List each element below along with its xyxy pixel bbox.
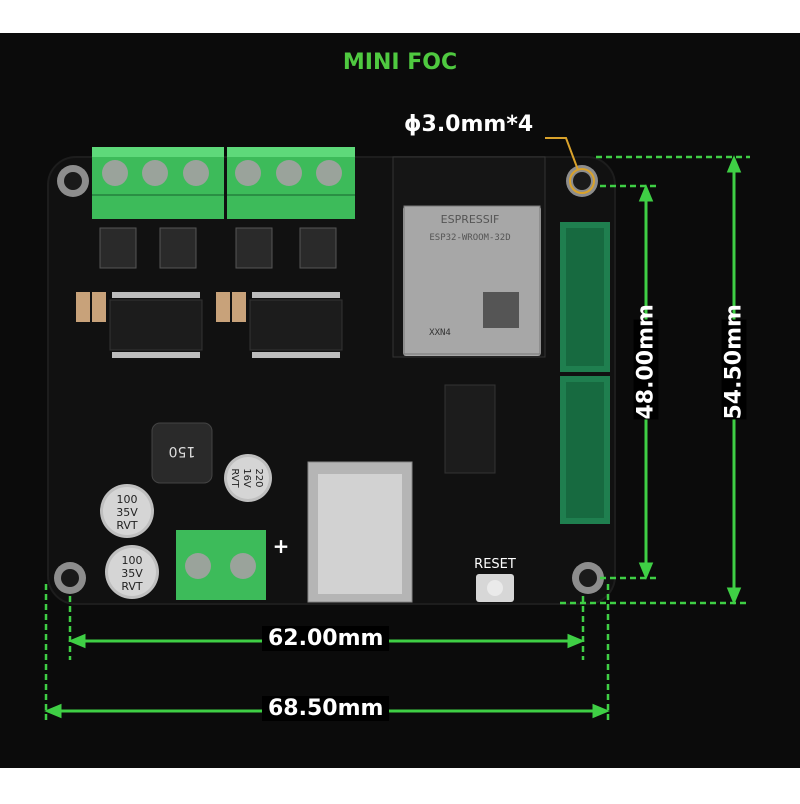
esp32-module: ESPRESSIF ESP32-WROOM-32D XXN4 <box>392 156 546 358</box>
module-brand: ESPRESSIF <box>441 213 500 226</box>
power-terminal <box>176 530 266 600</box>
hole-leader-line <box>545 137 579 171</box>
capacitor: 220 16V RVT <box>224 454 272 502</box>
driver-ic <box>249 299 343 351</box>
capacitor: 100 35V RVT <box>105 545 159 599</box>
mounting-hole-label: ϕ3.0mm*4 <box>404 112 534 137</box>
product-title: MINI FOC <box>342 50 458 75</box>
terminal-block-top-left <box>92 147 224 219</box>
svg-text:35V: 35V <box>121 567 143 580</box>
terminal-block-top-right <box>227 147 355 219</box>
svg-text:100: 100 <box>122 554 143 567</box>
inductor <box>151 422 213 484</box>
svg-text:35V: 35V <box>116 506 138 519</box>
svg-text:220: 220 <box>253 468 264 487</box>
svg-text:RVT: RVT <box>121 580 143 593</box>
inner-height-label: 48.00mm <box>633 304 659 420</box>
svg-text:RVT: RVT <box>229 468 240 488</box>
module-code: XXN4 <box>429 328 451 338</box>
plus-marking: + <box>273 534 290 558</box>
outer-width-label: 68.50mm <box>262 696 390 721</box>
inductor-marking: 150 <box>169 443 196 459</box>
reset-label: RESET <box>474 557 516 572</box>
dimension-lines <box>44 155 750 720</box>
inner-width-label: 62.00mm <box>262 626 390 651</box>
pcb-board: ESPRESSIF ESP32-WROOM-32D XXN4 150 <box>47 147 616 605</box>
logic-ic <box>444 384 496 474</box>
svg-text:100: 100 <box>117 493 138 506</box>
header-connector <box>560 222 610 524</box>
outer-height-label: 54.50mm <box>721 304 747 420</box>
driver-ic <box>109 299 203 351</box>
capacitor: 100 35V RVT <box>100 484 154 538</box>
module-model: ESP32-WROOM-32D <box>429 233 510 243</box>
svg-text:RVT: RVT <box>116 519 138 532</box>
svg-text:16V: 16V <box>241 468 252 488</box>
